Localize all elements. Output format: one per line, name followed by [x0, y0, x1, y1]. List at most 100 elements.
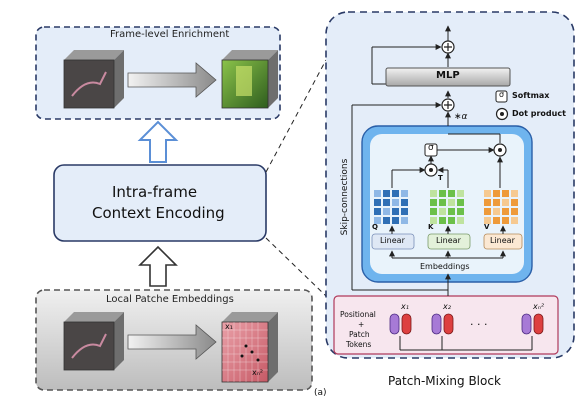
figure-caption: (a) — [314, 388, 327, 398]
grid-cell — [457, 208, 464, 215]
linear-box-q — [371, 233, 415, 250]
grid-cell — [511, 208, 518, 215]
linear-label-q: Linear — [380, 236, 405, 245]
local-patch-panel — [35, 289, 313, 391]
token-xn-purple — [521, 313, 532, 335]
grid-cell — [392, 208, 399, 215]
grid-cell — [430, 199, 437, 206]
grid-cell — [374, 208, 381, 215]
up-arrow-white — [138, 245, 178, 287]
grid-cell — [383, 190, 390, 197]
grid-cell — [439, 190, 446, 197]
alpha-label: ∗α — [454, 112, 468, 122]
patch-label-last: xₙ² — [252, 368, 264, 377]
embeddings-label: Embeddings — [420, 262, 470, 271]
skip-connections-label: Skip-connections — [340, 158, 350, 236]
grid-cell — [484, 199, 491, 206]
linear-box-k — [427, 233, 471, 250]
token-x2-purple — [431, 313, 442, 335]
grid-cell — [401, 217, 408, 224]
grid-cell — [430, 217, 437, 224]
intra-frame-box — [53, 164, 267, 242]
k-grid — [430, 190, 464, 224]
frame-level-panel — [35, 26, 281, 120]
grid-cell — [484, 217, 491, 224]
patch-cube-output — [221, 312, 278, 383]
grid-cell — [448, 217, 455, 224]
grid-cell — [401, 208, 408, 215]
grid-cell — [484, 190, 491, 197]
positional-line2: + — [358, 320, 365, 329]
mlp-label: MLP — [436, 70, 460, 81]
attention-flow — [391, 133, 503, 188]
mlp-box — [385, 67, 511, 87]
grid-cell — [457, 199, 464, 206]
grid-cell — [448, 208, 455, 215]
up-arrow-blue — [137, 120, 179, 163]
patch-embed-arrow — [127, 324, 217, 360]
grid-cell — [484, 208, 491, 215]
grid-cell — [448, 199, 455, 206]
grid-cell — [392, 217, 399, 224]
grid-cell — [502, 190, 509, 197]
grid-cell — [374, 217, 381, 224]
grid-cell — [383, 208, 390, 215]
patch-label-first: x₁ — [225, 322, 233, 331]
grid-cell — [493, 199, 500, 206]
patch-cube-input — [63, 312, 124, 371]
legend-softmax-symbol: σ — [499, 90, 505, 99]
grid-cell — [493, 208, 500, 215]
intra-frame-line2: Context Encoding — [92, 204, 225, 222]
grid-cell — [511, 199, 518, 206]
frame-cube-input — [63, 50, 124, 109]
grid-cell — [401, 190, 408, 197]
frame-cube-output — [221, 50, 278, 109]
zoom-line-bottom — [265, 237, 327, 297]
grid-cell — [374, 190, 381, 197]
grid-cell — [392, 190, 399, 197]
grid-cell — [383, 199, 390, 206]
grid-cell — [511, 217, 518, 224]
linear-label-v: Linear — [490, 236, 515, 245]
legend-softmax-icon — [495, 90, 508, 103]
q-label: Q — [372, 223, 378, 231]
token-x1-purple — [389, 313, 400, 335]
positional-line1: Positional — [340, 310, 376, 319]
token-label-x1: x₁ — [401, 302, 409, 311]
token-x1-red — [401, 313, 412, 335]
zoom-line-top — [265, 59, 327, 173]
grid-cell — [457, 190, 464, 197]
legend-softmax-text: Softmax — [512, 91, 550, 100]
positional-line3: Patch — [349, 330, 370, 339]
local-patch-title: Local Patche Embeddings — [106, 294, 234, 305]
grid-cell — [502, 217, 509, 224]
v-grid — [484, 190, 518, 224]
patch-mixing-title: Patch-Mixing Block — [388, 374, 501, 388]
k-label: K — [428, 223, 434, 231]
grid-cell — [502, 208, 509, 215]
grid-cell — [430, 190, 437, 197]
grid-cell — [401, 199, 408, 206]
linear-label-k: Linear — [436, 236, 461, 245]
intra-frame-line1: Intra-frame — [112, 183, 198, 201]
token-dots: · · · — [470, 318, 488, 331]
q-grid — [374, 190, 408, 224]
grid-cell — [439, 217, 446, 224]
grid-cell — [374, 199, 381, 206]
frame-enrich-arrow — [127, 62, 217, 98]
token-xn-red — [533, 313, 544, 335]
grid-cell — [457, 217, 464, 224]
frame-level-title: Frame-level Enrichment — [110, 29, 230, 40]
grid-cell — [448, 190, 455, 197]
token-label-x2: x₂ — [443, 302, 451, 311]
embeddings-bus — [389, 250, 506, 296]
grid-cell — [383, 217, 390, 224]
v-label: V — [484, 223, 490, 231]
legend-dot-text: Dot product — [512, 109, 566, 118]
grid-cell — [493, 190, 500, 197]
grid-cell — [392, 199, 399, 206]
softmax-node — [424, 143, 438, 157]
grid-cell — [439, 199, 446, 206]
grid-cell — [511, 190, 518, 197]
